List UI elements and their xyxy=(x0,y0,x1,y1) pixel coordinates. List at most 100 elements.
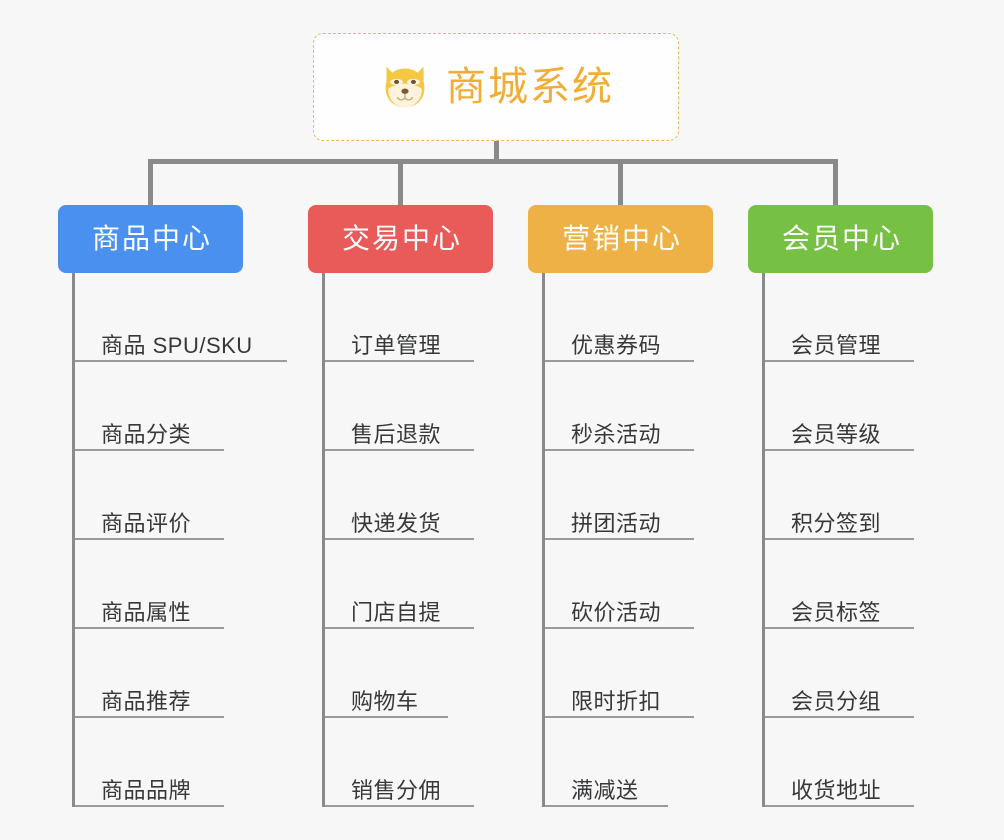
leaf-item[interactable]: 收货地址 xyxy=(748,718,933,807)
leaf-item[interactable]: 会员管理 xyxy=(748,273,933,362)
root-node[interactable]: 商城系统 xyxy=(313,33,679,141)
leaf-item[interactable]: 积分签到 xyxy=(748,451,933,540)
leaf-underline xyxy=(762,716,914,718)
leaf-item-label: 秒杀活动 xyxy=(571,421,662,447)
leaf-underline xyxy=(72,627,224,629)
leaf-item[interactable]: 商品推荐 xyxy=(58,629,253,718)
leaf-item-label: 快递发货 xyxy=(351,510,442,536)
leaf-item-label: 收货地址 xyxy=(791,777,882,803)
leaf-item-label: 商品 SPU/SKU xyxy=(101,332,253,358)
leaf-underline xyxy=(542,627,694,629)
connector-drop-4 xyxy=(833,159,838,207)
leaf-underline xyxy=(762,538,914,540)
branch-trunk-line xyxy=(542,273,545,807)
connector-drop-1 xyxy=(148,159,153,207)
leaf-item-label: 拼团活动 xyxy=(571,510,662,536)
leaf-underline xyxy=(762,805,914,807)
category-label: 商品中心 xyxy=(92,223,213,254)
leaf-item-label: 满减送 xyxy=(571,777,639,803)
leaf-underline xyxy=(322,716,448,718)
branch-column-shangpin: 商品中心商品 SPU/SKU 商品分类商品评价商品属性商品推荐商品品牌 xyxy=(58,205,287,807)
leaf-underline xyxy=(542,805,668,807)
leaf-item[interactable]: 满减送 xyxy=(528,718,713,807)
leaf-list: 订单管理售后退款快递发货门店自提购物车销售分佣 xyxy=(308,273,493,807)
leaf-item[interactable]: 限时折扣 xyxy=(528,629,713,718)
leaf-list: 会员管理会员等级积分签到会员标签会员分组收货地址 xyxy=(748,273,933,807)
leaf-item-label: 售后退款 xyxy=(351,421,442,447)
category-label: 营销中心 xyxy=(562,223,683,254)
leaf-underline xyxy=(762,627,914,629)
leaf-item-label: 会员分组 xyxy=(791,688,882,714)
leaf-underline xyxy=(72,538,224,540)
category-box-huiyuan[interactable]: 会员中心 xyxy=(748,205,933,273)
root-title: 商城系统 xyxy=(446,65,614,109)
leaf-item[interactable]: 会员等级 xyxy=(748,362,933,451)
connector-drop-3 xyxy=(618,159,623,207)
leaf-underline xyxy=(762,449,914,451)
leaf-list: 商品 SPU/SKU 商品分类商品评价商品属性商品推荐商品品牌 xyxy=(58,273,287,807)
category-box-shangpin[interactable]: 商品中心 xyxy=(58,205,243,273)
branch-column-jiaoyi: 交易中心订单管理售后退款快递发货门店自提购物车销售分佣 xyxy=(308,205,493,807)
leaf-item-label: 积分签到 xyxy=(791,510,882,536)
connector-drop-2 xyxy=(398,159,403,207)
branch-trunk-line xyxy=(72,273,75,807)
leaf-item-label: 订单管理 xyxy=(351,332,442,358)
leaf-underline xyxy=(72,360,287,362)
leaf-item-label: 商品品牌 xyxy=(101,777,192,803)
leaf-item-label: 会员等级 xyxy=(791,421,882,447)
leaf-item-label: 商品评价 xyxy=(101,510,192,536)
category-box-yingxiao[interactable]: 营销中心 xyxy=(528,205,713,273)
leaf-underline xyxy=(542,716,694,718)
leaf-item[interactable]: 商品属性 xyxy=(58,540,253,629)
leaf-underline xyxy=(72,716,224,718)
leaf-underline xyxy=(542,360,694,362)
branch-column-yingxiao: 营销中心优惠券码秒杀活动拼团活动砍价活动限时折扣满减送 xyxy=(528,205,713,807)
leaf-item[interactable]: 优惠券码 xyxy=(528,273,713,362)
leaf-item-label: 商品推荐 xyxy=(101,688,192,714)
leaf-underline xyxy=(322,360,474,362)
leaf-item-label: 限时折扣 xyxy=(571,688,662,714)
leaf-item-label: 商品属性 xyxy=(101,599,192,625)
leaf-item-label: 砍价活动 xyxy=(571,599,662,625)
leaf-item[interactable]: 商品分类 xyxy=(58,362,253,451)
connector-root-stem xyxy=(494,141,499,163)
leaf-underline xyxy=(542,449,694,451)
leaf-item-label: 购物车 xyxy=(351,688,419,714)
leaf-item[interactable]: 订单管理 xyxy=(308,273,493,362)
leaf-item[interactable]: 拼团活动 xyxy=(528,451,713,540)
leaf-underline xyxy=(72,449,224,451)
leaf-item[interactable]: 砍价活动 xyxy=(528,540,713,629)
leaf-item[interactable]: 秒杀活动 xyxy=(528,362,713,451)
leaf-item-label: 会员标签 xyxy=(791,599,882,625)
leaf-item-label: 优惠券码 xyxy=(571,332,662,358)
branch-column-huiyuan: 会员中心会员管理会员等级积分签到会员标签会员分组收货地址 xyxy=(748,205,933,807)
shiba-dog-icon xyxy=(385,66,425,108)
leaf-underline xyxy=(72,805,224,807)
leaf-item-label: 门店自提 xyxy=(351,599,442,625)
leaf-underline xyxy=(762,360,914,362)
leaf-item-label: 会员管理 xyxy=(791,332,882,358)
leaf-item[interactable]: 售后退款 xyxy=(308,362,493,451)
leaf-item[interactable]: 会员分组 xyxy=(748,629,933,718)
leaf-underline xyxy=(322,627,474,629)
leaf-underline xyxy=(322,449,474,451)
leaf-item[interactable]: 商品 SPU/SKU xyxy=(58,273,287,362)
leaf-item[interactable]: 门店自提 xyxy=(308,540,493,629)
leaf-item-label: 商品分类 xyxy=(101,421,192,447)
branch-trunk-line xyxy=(322,273,325,807)
leaf-item[interactable]: 商品评价 xyxy=(58,451,253,540)
branch-trunk-line xyxy=(762,273,765,807)
leaf-underline xyxy=(322,538,474,540)
leaf-item[interactable]: 购物车 xyxy=(308,629,493,718)
category-label: 交易中心 xyxy=(342,223,463,254)
category-box-jiaoyi[interactable]: 交易中心 xyxy=(308,205,493,273)
leaf-item-label: 销售分佣 xyxy=(351,777,442,803)
connector-horizontal-bus xyxy=(148,159,838,164)
leaf-item[interactable]: 快递发货 xyxy=(308,451,493,540)
leaf-list: 优惠券码秒杀活动拼团活动砍价活动限时折扣满减送 xyxy=(528,273,713,807)
leaf-item[interactable]: 销售分佣 xyxy=(308,718,493,807)
leaf-item[interactable]: 商品品牌 xyxy=(58,718,253,807)
leaf-underline xyxy=(322,805,474,807)
leaf-item[interactable]: 会员标签 xyxy=(748,540,933,629)
